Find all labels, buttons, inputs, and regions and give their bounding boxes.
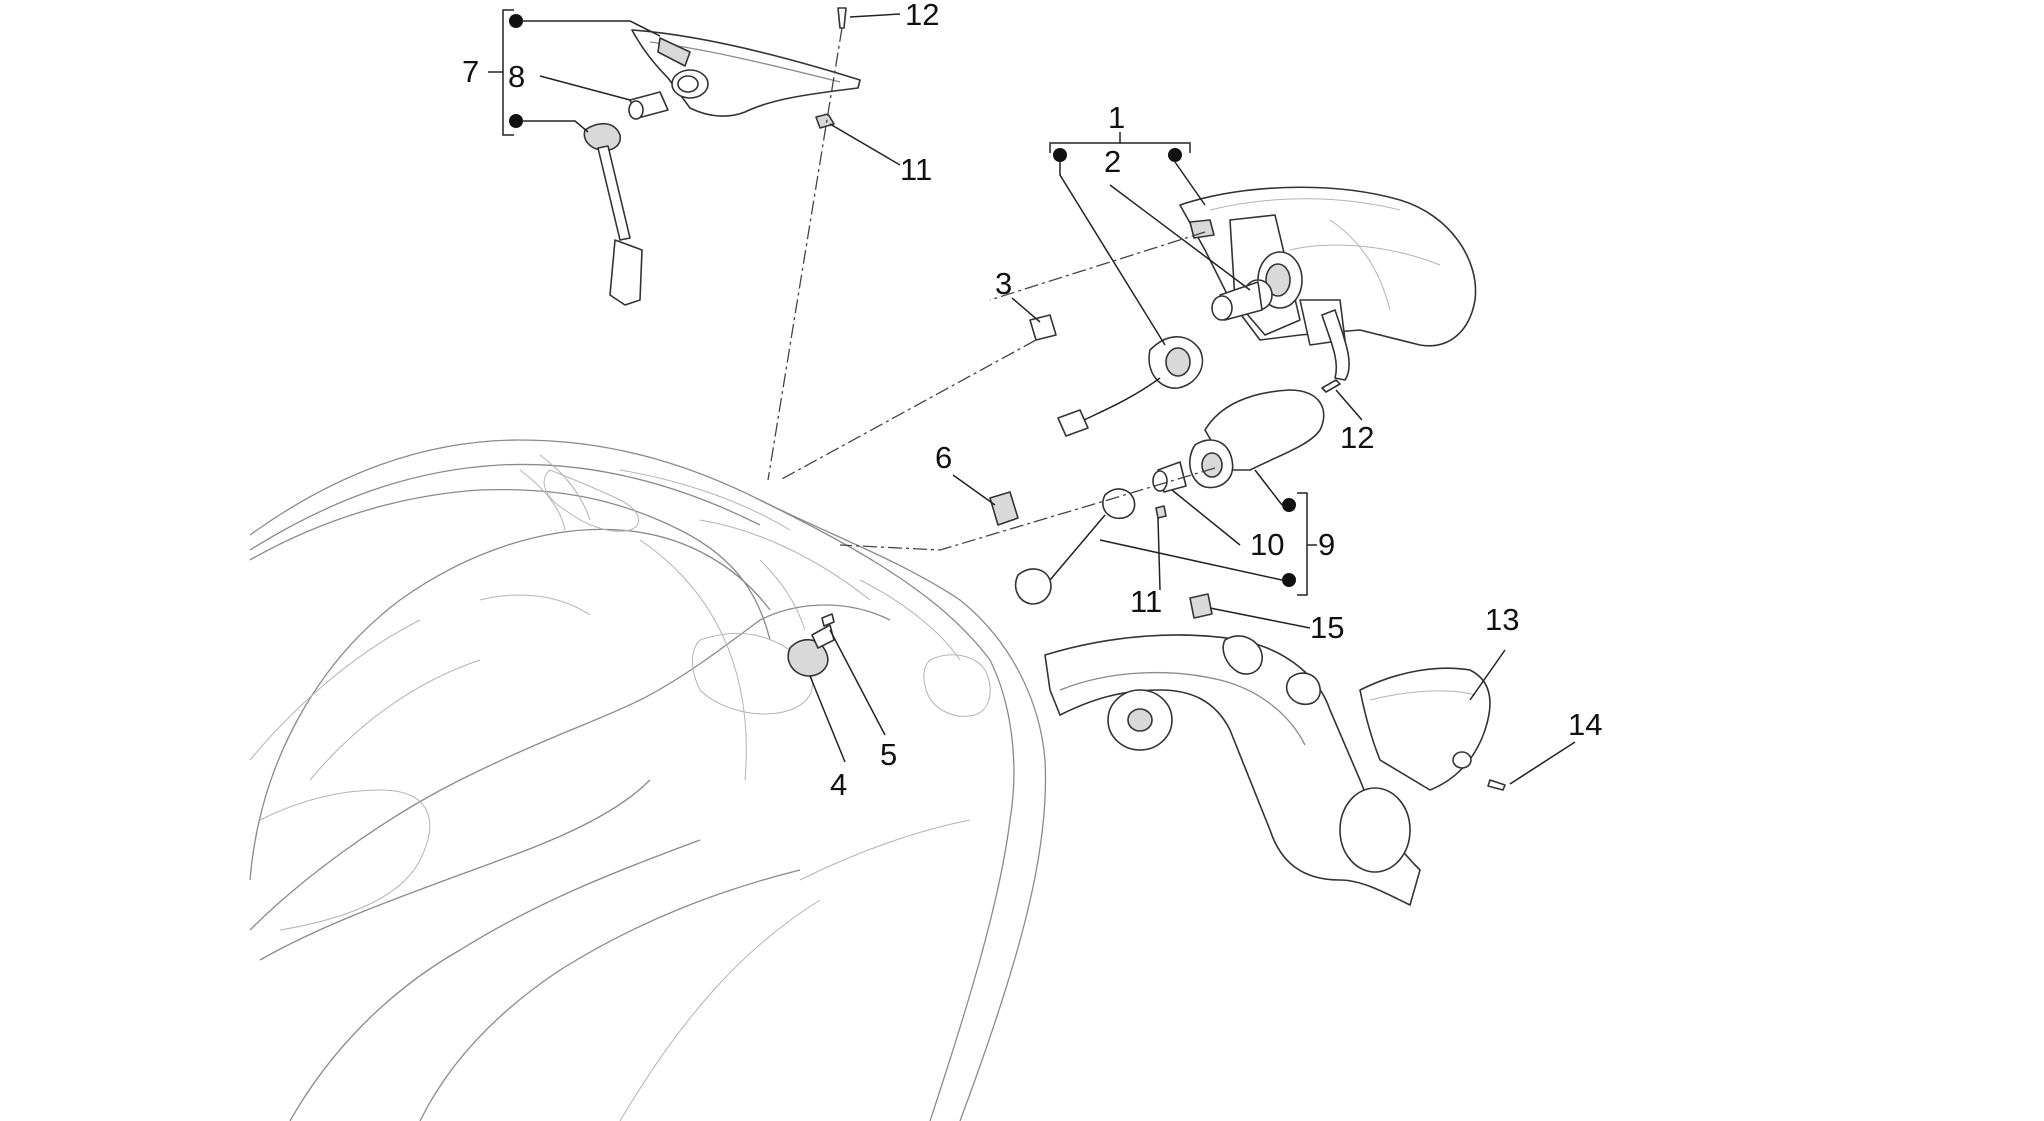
leaders xyxy=(488,9,1576,785)
callout-9: 9 xyxy=(1318,527,1335,562)
clip-15 xyxy=(1189,593,1213,619)
callout-1: 1 xyxy=(1108,100,1125,135)
knob-4-5 xyxy=(787,613,835,677)
callout-12-lower: 12 xyxy=(1340,420,1374,455)
rear-fender-assembly xyxy=(1044,634,1491,906)
clip-3 xyxy=(1029,314,1057,341)
screw-12-top xyxy=(837,7,847,29)
callout-12-top: 12 xyxy=(905,0,939,32)
callout-8: 8 xyxy=(508,59,525,94)
callout-14: 14 xyxy=(1568,707,1602,742)
tail-light-assembly xyxy=(1179,186,1477,381)
upper-light-assembly xyxy=(583,29,861,306)
callout-4: 4 xyxy=(830,767,847,802)
callout-3: 3 xyxy=(995,266,1012,301)
clip-6 xyxy=(989,491,1019,526)
callout-11-lower: 11 xyxy=(1130,584,1162,619)
callout-7: 7 xyxy=(462,54,479,89)
callout-10: 10 xyxy=(1250,527,1284,562)
callout-11-upper: 11 xyxy=(900,152,932,187)
callout-5: 5 xyxy=(880,737,897,772)
callout-15: 15 xyxy=(1310,610,1344,645)
scooter-rear-body xyxy=(249,439,1047,1121)
screw-14 xyxy=(1487,779,1506,791)
callout-2: 2 xyxy=(1104,144,1121,179)
assembly-lines xyxy=(767,27,1216,551)
callouts: 1 2 3 4 5 6 7 8 9 10 11 11 12 12 13 14 1… xyxy=(462,0,1602,802)
callout-13: 13 xyxy=(1485,602,1519,637)
callout-6: 6 xyxy=(935,440,952,475)
screw-12-lower xyxy=(1321,379,1341,393)
